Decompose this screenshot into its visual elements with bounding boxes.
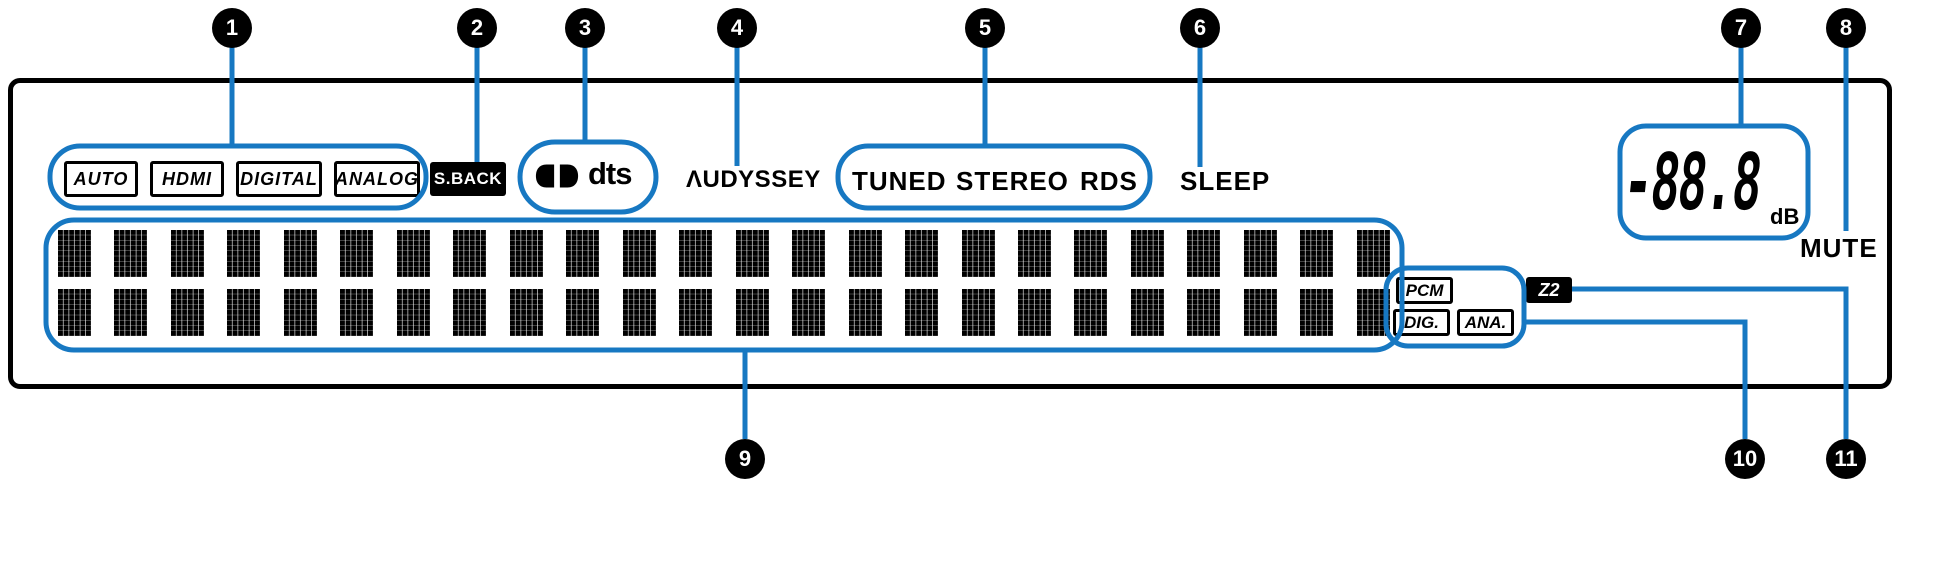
callout-3: 3 [565, 8, 605, 48]
indicator-sleep: SLEEP [1180, 166, 1271, 196]
dot-matrix-cell [170, 230, 204, 277]
dot-matrix-cell [735, 289, 769, 336]
dot-matrix-cell [283, 289, 317, 336]
dot-matrix-cell [566, 230, 600, 277]
dot-matrix-cell [622, 289, 656, 336]
dot-matrix-cell [679, 289, 713, 336]
dot-matrix-cell [1187, 289, 1221, 336]
dot-matrix-cell [1074, 230, 1108, 277]
dot-matrix-cell [1356, 230, 1390, 277]
indicator-stereo: STEREO [956, 166, 1069, 196]
indicator-mute: MUTE [1800, 233, 1878, 263]
dot-matrix-cell [340, 289, 374, 336]
dot-matrix-row [58, 230, 1390, 277]
callout-4: 4 [717, 8, 757, 48]
dot-matrix-row [58, 289, 1390, 336]
dot-matrix-cell [961, 230, 995, 277]
callout-5: 5 [965, 8, 1005, 48]
audyssey-logo: ΛUDYSSEY [686, 166, 821, 193]
callout-7: 7 [1721, 8, 1761, 48]
dot-matrix-cell [792, 289, 826, 336]
dot-matrix-cell [58, 230, 91, 277]
dot-matrix-cell [792, 230, 826, 277]
dot-matrix-cell [1300, 230, 1334, 277]
callout-8: 8 [1826, 8, 1866, 48]
indicator-zone2: Z2 [1526, 277, 1572, 303]
dot-matrix-cell [1243, 289, 1277, 336]
dot-matrix-cell [283, 230, 317, 277]
dot-matrix-cell [848, 289, 882, 336]
dot-matrix-cell [961, 289, 995, 336]
indicator-pcm: PCM [1396, 277, 1453, 304]
dolby-double-d-icon [535, 164, 579, 188]
volume-unit-label: dB [1770, 204, 1800, 229]
dot-matrix-cell [114, 230, 148, 277]
dot-matrix-cell [735, 230, 769, 277]
indicator-ana: ANA. [1457, 309, 1514, 336]
indicator-input-auto: AUTO [64, 161, 138, 197]
dot-matrix-cell [848, 230, 882, 277]
dot-matrix-cell [227, 289, 261, 336]
dot-matrix-cell [58, 289, 91, 336]
dot-matrix-cell [340, 230, 374, 277]
dot-matrix-cell [509, 289, 543, 336]
dot-matrix-cell [453, 289, 487, 336]
callout-11: 11 [1826, 439, 1866, 479]
dot-matrix-cell [1130, 230, 1164, 277]
dot-matrix-cell [905, 289, 939, 336]
dot-matrix-cell [396, 230, 430, 277]
indicator-input-analog: ANALOG [334, 161, 420, 197]
dot-matrix-cell [1074, 289, 1108, 336]
dot-matrix-cell [1017, 289, 1051, 336]
dot-matrix-cell [566, 289, 600, 336]
dot-matrix-cell [905, 230, 939, 277]
dot-matrix-cell [1187, 230, 1221, 277]
dot-matrix-cell [679, 230, 713, 277]
callout-6: 6 [1180, 8, 1220, 48]
dot-matrix-cell [1130, 289, 1164, 336]
indicator-tuned: TUNED [852, 166, 947, 196]
indicator-input-digital: DIGITAL [236, 161, 322, 197]
dot-matrix-cell [170, 289, 204, 336]
dot-matrix-cell [1356, 289, 1390, 336]
callout-10: 10 [1725, 439, 1765, 479]
dot-matrix-cell [1017, 230, 1051, 277]
dot-matrix-cell [1243, 230, 1277, 277]
indicator-input-hdmi: HDMI [150, 161, 224, 197]
dot-matrix-cell [453, 230, 487, 277]
dot-matrix-cell [114, 289, 148, 336]
callout-2: 2 [457, 8, 497, 48]
volume-display: -88.8 [1619, 138, 1765, 228]
indicator-surround-back: S.BACK [430, 162, 506, 196]
indicator-dig: DIG. [1393, 309, 1450, 336]
dot-matrix-cell [1300, 289, 1334, 336]
dot-matrix-cell [227, 230, 261, 277]
dot-matrix-cell [509, 230, 543, 277]
dot-matrix-cell [396, 289, 430, 336]
dts-logo: dts [588, 156, 632, 191]
dot-matrix-cell [622, 230, 656, 277]
indicator-rds: RDS [1080, 166, 1138, 196]
callout-1: 1 [212, 8, 252, 48]
callout-9: 9 [725, 439, 765, 479]
